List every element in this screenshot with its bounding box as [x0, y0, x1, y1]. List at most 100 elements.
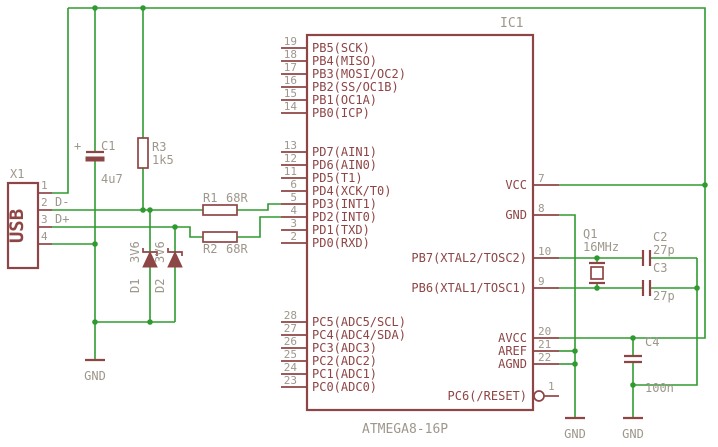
ic-pin-name: PD5(T1)	[312, 171, 363, 185]
nets	[52, 7, 706, 418]
wire-dplus-a	[52, 226, 203, 238]
wire-dminus-b	[237, 203, 281, 211]
ic-body	[305, 33, 535, 412]
usb-connector[interactable]: X1 USB 1 2 3 4 D- D+	[6, 167, 69, 270]
c1-polarity: +	[74, 139, 81, 153]
resistor-body	[202, 231, 238, 243]
net-label-dplus: D+	[55, 212, 69, 226]
usb-connector-body	[6, 181, 40, 270]
junction-dot	[594, 255, 600, 261]
gnd-label: GND	[564, 427, 586, 441]
capacitor-c3[interactable]: C3 27p	[641, 261, 675, 303]
ic-pin-name: PB3(MOSI/OC2)	[312, 67, 406, 81]
capacitor-c2[interactable]: C2 27p	[641, 230, 675, 266]
ic-pin-name: PD6(AIN0)	[312, 158, 377, 172]
ic-pin-name: PC0(ADC0)	[312, 380, 377, 394]
ic-pin-number: 25	[284, 348, 297, 361]
c2-value: 27p	[653, 243, 675, 257]
q1-value: 16MHz	[583, 240, 619, 254]
ic-pin-number: 22	[538, 351, 551, 364]
gnd-label: GND	[622, 427, 644, 441]
usb-refdes: X1	[10, 167, 24, 181]
ic-pin-name: PC2(ADC2)	[312, 354, 377, 368]
net-label-dminus: D-	[55, 195, 69, 209]
ic-pin-name: PD7(AIN1)	[312, 145, 377, 159]
ic-pin-number: 7	[538, 172, 545, 185]
junction-dot	[92, 319, 98, 325]
ic-pin-number: 15	[284, 87, 297, 100]
zener-d2[interactable]: 3V6 D2	[153, 241, 183, 293]
ic-pin-number: 14	[284, 100, 298, 113]
ic-pin-number: 19	[284, 35, 297, 48]
ic-pin-name: PD2(INT0)	[312, 210, 377, 224]
d2-value: 3V6	[153, 241, 167, 263]
ic-pin-number: 13	[284, 139, 297, 152]
capacitor-c4[interactable]: C4 100n	[624, 335, 674, 395]
ic-pin-number: 12	[284, 152, 297, 165]
ic-pin-name: PC3(ADC3)	[312, 341, 377, 355]
usb-pin-number: 1	[41, 179, 48, 192]
junction-dot	[630, 335, 636, 341]
ic-pin-name: PD0(RXD)	[312, 236, 370, 250]
resistor-body	[137, 137, 149, 169]
junction-dot	[694, 285, 700, 291]
c3-refdes: C3	[653, 261, 667, 275]
ic-pin-number: 3	[290, 217, 297, 230]
ic-pin-name: PB4(MISO)	[312, 54, 377, 68]
junction-dot	[147, 319, 153, 325]
ic-pin-name: PB1(OC1A)	[312, 93, 377, 107]
gnd-symbol-left[interactable]: GND	[84, 358, 106, 383]
resistor-r2[interactable]: R2 68R	[202, 231, 248, 256]
ic-pin-name: PC5(ADC5/SCL)	[312, 315, 406, 329]
diode-triangle	[142, 250, 158, 268]
crystal-body	[590, 266, 604, 280]
ic-pin-number: 16	[284, 74, 297, 87]
r3-value: 1k5	[152, 153, 174, 167]
ic-pin-number: 9	[538, 275, 545, 288]
ic-pin-number: 17	[284, 61, 297, 74]
resistor-r1[interactable]: R1 68R	[202, 191, 248, 216]
ic-part-number: ATMEGA8-16P	[362, 422, 448, 437]
capacitor-plate	[85, 156, 105, 162]
ic-pin-name: PD1(TXD)	[312, 223, 370, 237]
c1-value: 4u7	[101, 172, 123, 186]
ic-pin-number: 21	[538, 338, 551, 351]
junction-dot	[572, 361, 578, 367]
q1-refdes: Q1	[583, 227, 597, 241]
gnd-symbol-right2[interactable]: GND	[622, 416, 644, 441]
wire-dplus-b	[237, 216, 281, 238]
gnd-symbol-right1[interactable]: GND	[564, 416, 586, 441]
diode-triangle	[167, 250, 183, 268]
ic-pin-name: GND	[505, 208, 527, 222]
junction-dots	[92, 5, 708, 388]
usb-connector-label: USB	[6, 209, 28, 243]
c4-refdes: C4	[645, 335, 659, 349]
ic-pin-name: PC1(ADC1)	[312, 367, 377, 381]
ic-refdes: IC1	[500, 16, 523, 31]
resistor-r3[interactable]: R3 1k5	[137, 137, 174, 169]
wire-c2c3-gnd	[633, 258, 698, 386]
d2-refdes: D2	[153, 279, 167, 293]
ic-pin-number: 2	[290, 230, 297, 243]
ic-pin-name: AREF	[498, 344, 527, 358]
capacitor-c1[interactable]: + C1 4u7	[74, 139, 123, 186]
usb-pin-number: 2	[41, 196, 48, 209]
junction-dot	[172, 224, 178, 230]
ic-pin-name: PD3(INT1)	[312, 197, 377, 211]
ic-pin-name: PC6(/RESET)	[448, 389, 527, 403]
junction-dot	[92, 241, 98, 247]
r3-refdes: R3	[152, 140, 166, 154]
ic-pin-name: PB5(SCK)	[312, 41, 370, 55]
r1-value: 68R	[226, 191, 248, 205]
crystal-q1[interactable]: Q1 16MHz	[583, 227, 619, 285]
ic-pin-name: PB2(SS/OC1B)	[312, 80, 399, 94]
junction-dot	[594, 285, 600, 291]
junction-dot	[630, 382, 636, 388]
ic-pin-number: 10	[538, 245, 551, 258]
c2-refdes: C2	[653, 230, 667, 244]
ic-pin-number: 27	[284, 322, 297, 335]
zener-d1[interactable]: 3V6 D1	[128, 241, 158, 293]
ic-pin-number: 8	[538, 202, 545, 215]
